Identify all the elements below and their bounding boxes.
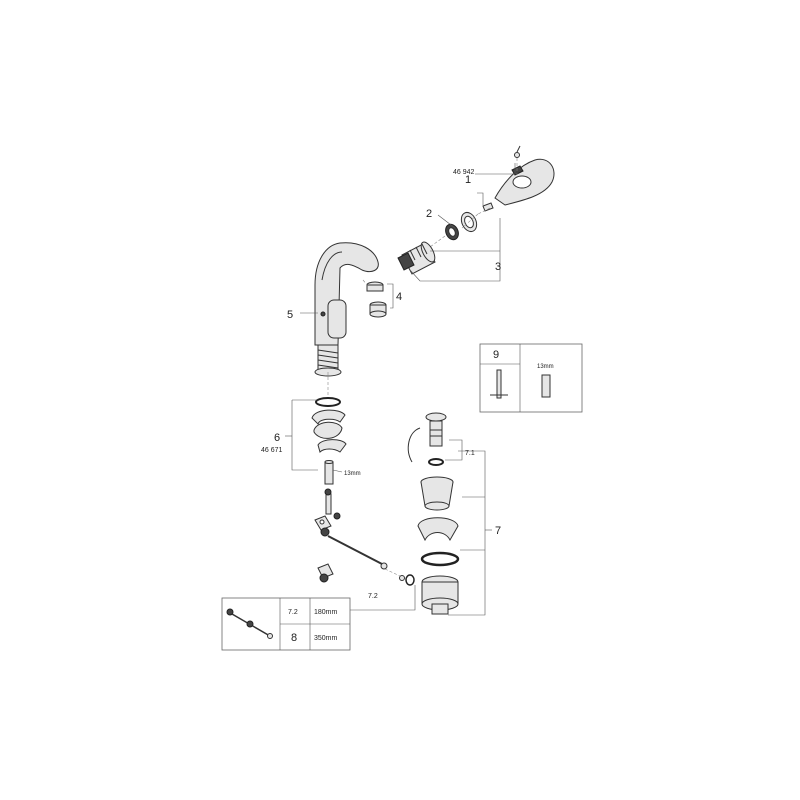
- cartridge: [397, 241, 436, 275]
- mounting-set: [311, 397, 347, 485]
- part-label-6: 6: [274, 432, 280, 444]
- part-label-2: 2: [426, 208, 432, 220]
- extension-key-icon: [490, 369, 551, 399]
- cover-ring: [445, 211, 478, 241]
- table-row-number: 7.2: [288, 609, 298, 616]
- table-row-length: 180mm: [314, 609, 338, 616]
- part-code-1: 46 942: [453, 169, 475, 176]
- part-label-7-1: 7.1: [465, 450, 475, 457]
- part-label-1: 1: [465, 174, 471, 186]
- part-label-7-2: 7.2: [368, 593, 378, 600]
- part-label-4: 4: [396, 291, 402, 303]
- pivot-rod-icon: [226, 608, 273, 639]
- part-label-3: 3: [495, 261, 501, 273]
- handle-screw: [482, 145, 521, 212]
- mixer-body: [314, 242, 379, 396]
- table-row-number: 8: [291, 632, 297, 644]
- inset-9-size: 13mm: [537, 364, 554, 370]
- inset-9-number: 9: [493, 349, 499, 361]
- part-code-6: 46 671: [261, 447, 283, 454]
- part-label-7: 7: [495, 525, 501, 537]
- inset-9: 9 13mm: [479, 343, 583, 413]
- size-label-6: 13mm: [344, 471, 361, 477]
- table-row-length: 350mm: [314, 635, 338, 642]
- aerator: [366, 281, 387, 318]
- part-label-5: 5: [287, 309, 293, 321]
- lever-handle: [494, 158, 555, 206]
- leader-lines: [285, 163, 516, 616]
- waste-set: [407, 412, 460, 615]
- inset-table: 7.2 180mm 8 350mm: [221, 597, 351, 651]
- popup-rod-assembly: [314, 488, 415, 586]
